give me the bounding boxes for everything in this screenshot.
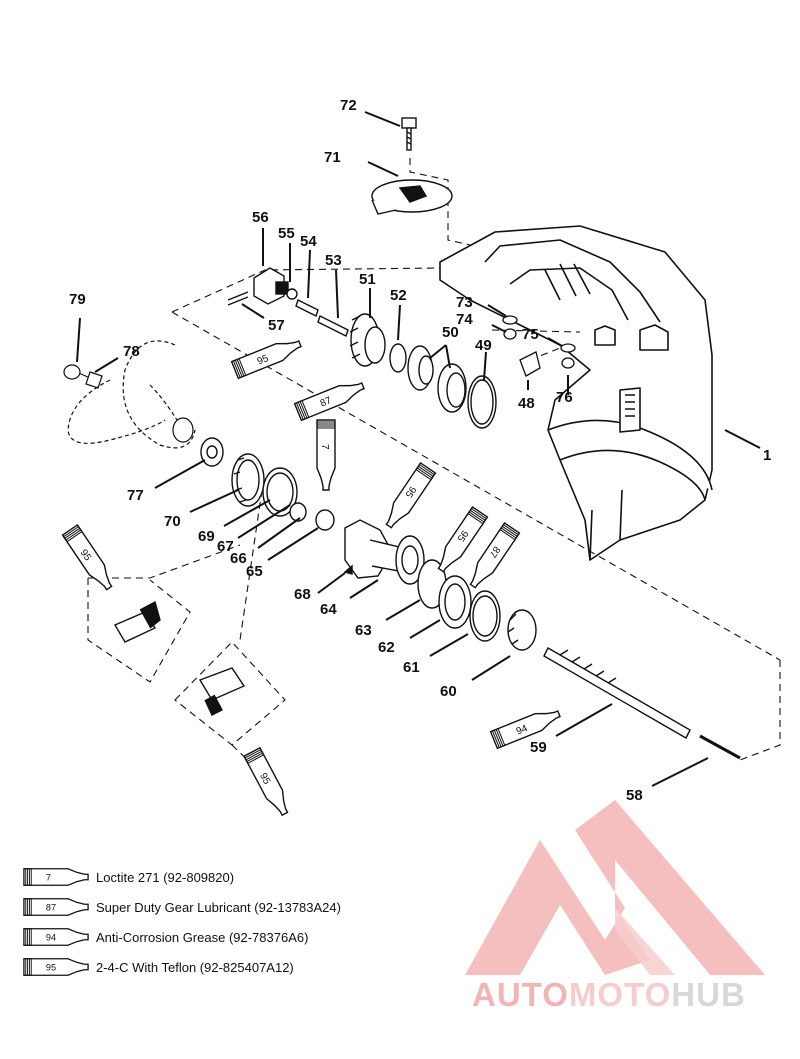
assembly-lines [87,158,781,773]
legend-label: Super Duty Gear Lubricant (92-13783A24) [96,899,341,915]
callout-49: 49 [475,337,492,354]
callout-51: 51 [359,271,376,288]
callout-74: 74 [456,311,473,328]
callout-55: 55 [278,225,295,242]
small-hardware [502,315,576,377]
legend-row: 95 2-4-C With Teflon (92-825407A12) [22,952,462,982]
legend-label: Anti-Corrosion Grease (92-78376A6) [96,929,309,945]
callout-50: 50 [442,324,459,341]
callout-62: 62 [378,639,395,656]
propeller [63,340,196,449]
callout-77: 77 [127,487,144,504]
callout-71: 71 [324,149,341,166]
brand-hub: HUB [671,976,746,1013]
callout-65: 65 [246,563,263,580]
callout-67: 67 [217,538,234,555]
callout-59: 59 [530,739,547,756]
tube-icon: 87 [23,898,89,916]
legend-row: 87 Super Duty Gear Lubricant (92-13783A2… [22,892,462,922]
callout-63: 63 [355,622,372,639]
callout-70: 70 [164,513,181,530]
svg-text:87: 87 [319,395,334,410]
svg-text:87: 87 [46,903,56,913]
callout-1: 1 [763,447,771,464]
callout-69: 69 [198,528,215,545]
callout-52: 52 [390,287,407,304]
callout-72: 72 [340,97,357,114]
automotohub-wordmark: AUTOMOTOHUB [472,976,746,1014]
lubricant-tube-95-c: 95 [432,506,489,576]
svg-text:95: 95 [46,963,56,973]
callout-61: 61 [403,659,420,676]
legend-row: 94 Anti-Corrosion Grease (92-78376A6) [22,922,462,952]
shift-components [227,267,349,337]
lubricant-tube-95-d: 95 [61,524,118,594]
callout-53: 53 [325,252,342,269]
lubricant-tube-95-b: 95 [380,462,437,532]
svg-text:94: 94 [515,723,530,738]
lubricant-tube-95-e: 95 [243,747,294,819]
shift-cam-assemblies [113,600,246,716]
callout-68: 68 [294,586,311,603]
lubricant-tube-7-a: 7 [316,419,336,491]
callout-66: 66 [230,550,247,567]
callout-57: 57 [268,317,285,334]
svg-text:94: 94 [46,933,56,943]
callout-76: 76 [556,389,573,406]
callout-56: 56 [252,209,269,226]
tube-icon: 94 [23,928,89,946]
lubricant-tube-94-a: 94 [489,704,563,750]
automotohub-logo [465,800,765,975]
screw-72 [401,117,417,151]
callout-79: 79 [69,291,86,308]
forward-gear-shaft [507,609,741,760]
brand-moto: MOTO [568,976,672,1013]
cover-71 [371,179,453,215]
callout-54: 54 [300,233,317,250]
legend-label: Loctite 271 (92-809820) [96,869,235,885]
callout-labels: 1 48 49 50 51 52 53 54 55 56 57 58 59 60… [69,97,771,804]
legend-label: 2-4-C With Teflon (92-825407A12) [96,959,294,975]
lubricant-tube-95-a: 95 [230,334,304,380]
svg-text:95: 95 [257,771,272,786]
callout-75: 75 [522,326,539,343]
svg-text:7: 7 [46,873,51,883]
svg-text:7: 7 [319,444,330,450]
legend-row: 7 Loctite 271 (92-809820) [22,862,462,892]
leader-lines [76,111,761,787]
lubricant-tube-87-b: 87 [464,522,521,592]
callout-78: 78 [123,343,140,360]
callout-48: 48 [518,395,535,412]
gearcase-housing [439,225,713,561]
lubricant-tube-87-a: 87 [293,376,367,422]
svg-text:95: 95 [256,353,271,368]
brand-auto: AUTO [472,976,569,1013]
tube-icon: 7 [23,868,89,886]
tube-icon: 95 [23,958,89,976]
callout-60: 60 [440,683,457,700]
pinion-bearing-stack [349,313,497,429]
callout-58: 58 [626,787,643,804]
callout-73: 73 [456,294,473,311]
callout-64: 64 [320,601,337,618]
lubricant-legend: 7 Loctite 271 (92-809820) 87 Super Duty … [22,862,462,982]
bearing-carrier-stack [200,437,501,642]
